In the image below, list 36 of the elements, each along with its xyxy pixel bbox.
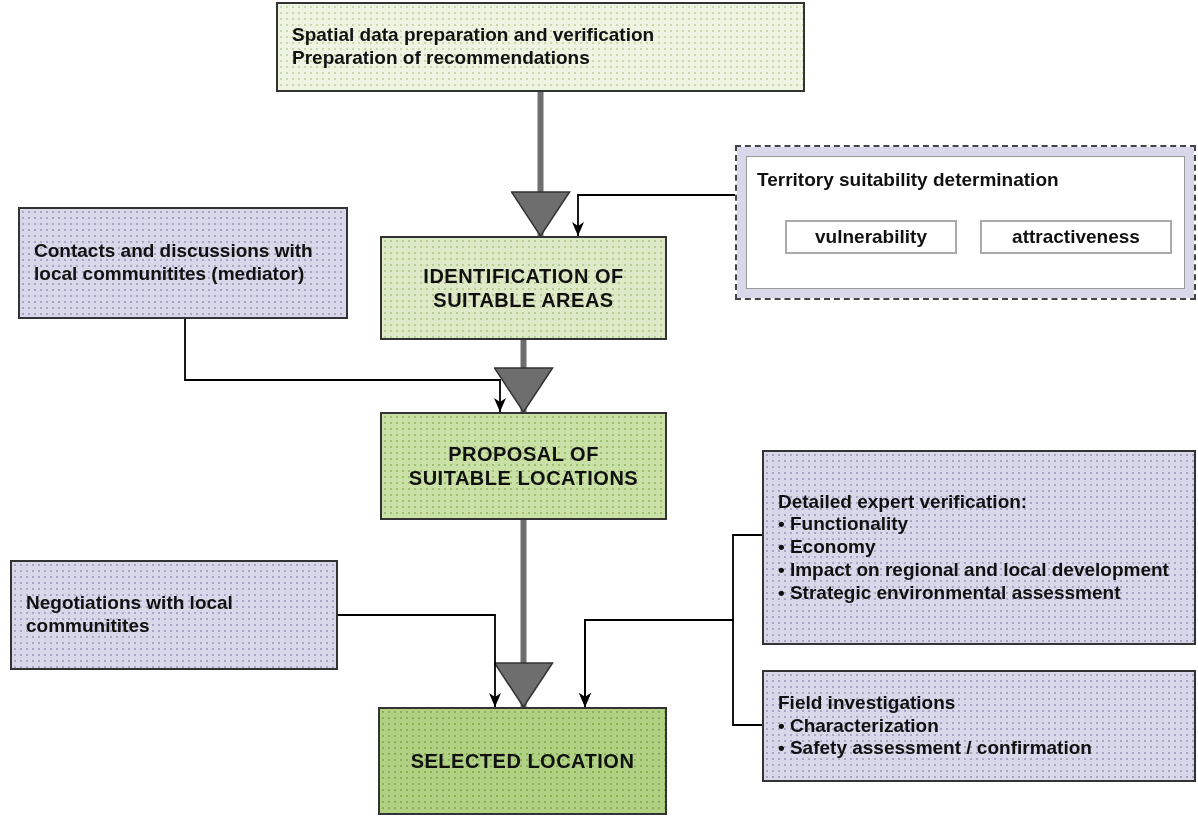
arrow bbox=[337, 614, 501, 708]
arrow bbox=[579, 619, 763, 726]
label: SELECTED LOCATION bbox=[410, 749, 635, 773]
input-box bbox=[18, 207, 348, 319]
group-box bbox=[735, 145, 1196, 300]
factor-box bbox=[980, 220, 1172, 254]
label: PROPOSAL OF SUITABLE LOCATIONS bbox=[407, 442, 640, 490]
list-item: • Functionality bbox=[778, 513, 910, 537]
arrow bbox=[572, 194, 736, 237]
list-item: • Characterization bbox=[778, 714, 940, 738]
label: Negotiations with local communitites bbox=[26, 592, 234, 638]
factor-box bbox=[785, 220, 957, 254]
label: Preparation of recommendations bbox=[292, 47, 591, 70]
input-box bbox=[762, 670, 1196, 782]
label: attractiveness bbox=[1012, 225, 1140, 249]
list-item: • Safety assessment / confirmation bbox=[778, 737, 1093, 761]
label: IDENTIFICATION OF SUITABLE AREAS bbox=[422, 264, 625, 312]
process-box bbox=[276, 2, 805, 92]
flow-arrow bbox=[493, 340, 554, 413]
label: Contacts and discussions with local communitites (mediator) bbox=[34, 240, 314, 286]
input-box bbox=[10, 560, 338, 670]
heading: Field investigations bbox=[778, 691, 957, 715]
label: Territory suitability determination bbox=[757, 169, 1060, 192]
list-item: • Strategic environmental assessment bbox=[778, 581, 1122, 605]
heading: Spatial data preparation and verification bbox=[292, 24, 656, 47]
stage-box bbox=[380, 236, 667, 340]
flow-arrow bbox=[510, 92, 571, 237]
heading: Detailed expert verification: bbox=[778, 490, 1029, 514]
arrow bbox=[184, 318, 506, 413]
flow-arrow bbox=[493, 520, 554, 708]
label: vulnerability bbox=[815, 225, 927, 249]
list-item: • Economy bbox=[778, 536, 877, 559]
result-box bbox=[378, 707, 667, 815]
input-box bbox=[762, 450, 1196, 645]
stage-box bbox=[380, 412, 667, 520]
list-item: • Impact on regional and local development bbox=[778, 558, 1170, 582]
